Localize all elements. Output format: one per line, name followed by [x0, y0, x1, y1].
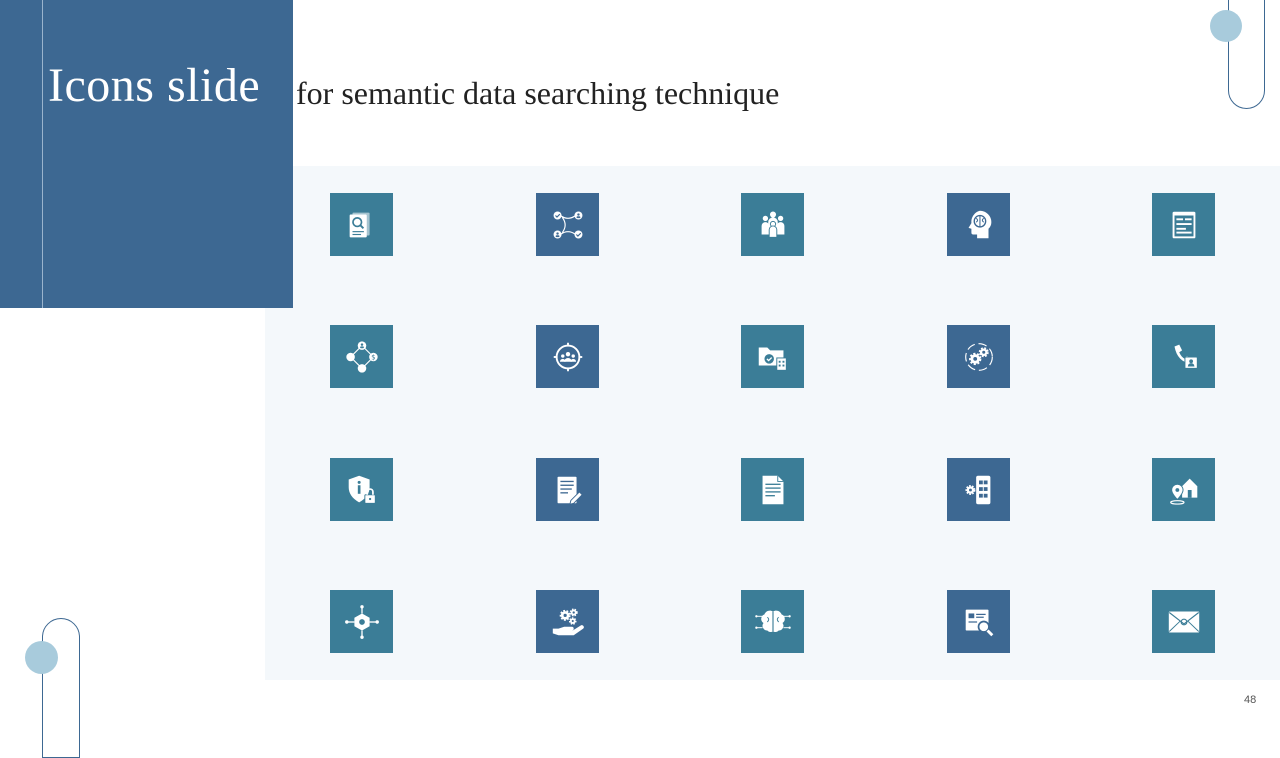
text-document-icon [762, 475, 783, 504]
brain-head-icon [968, 210, 991, 238]
svg-text:$: $ [371, 353, 375, 361]
user-network-icon [553, 211, 582, 238]
document-edit-icon [557, 476, 583, 505]
icon-tile-web-browser [1152, 193, 1215, 256]
slide-title-main: Icons slide [48, 59, 261, 112]
icon-tile-web-search [947, 590, 1010, 653]
title-divider-line [42, 0, 43, 308]
shield-lock-icon [348, 475, 376, 504]
icon-tile-folder-security [741, 325, 804, 388]
icon-tile-document-edit [536, 458, 599, 521]
location-home-icon [1169, 478, 1197, 505]
team-group-icon [761, 211, 784, 238]
folder-security-icon [758, 347, 787, 371]
icon-tile-text-document [741, 458, 804, 521]
phone-contact-icon [1174, 344, 1198, 369]
icon-tile-email-envelope [1152, 590, 1215, 653]
slide-title-rest: for semantic data searching technique [296, 75, 780, 111]
web-browser-icon [1172, 211, 1195, 238]
icon-tile-location-home [1152, 458, 1215, 521]
decorative-pill-top [1228, 0, 1265, 109]
gear-cycle-icon [964, 342, 993, 371]
page-number: 48 [1244, 694, 1257, 706]
mobile-settings-icon [964, 475, 990, 504]
icon-tile-team-target [536, 325, 599, 388]
decorative-dot-bottom [25, 641, 58, 674]
title-block [0, 0, 293, 308]
team-target-icon [553, 342, 582, 371]
circuit-brain-icon [754, 610, 791, 632]
icon-tile-team-group [741, 193, 804, 256]
email-envelope-icon [1168, 611, 1199, 632]
hand-gears-icon [552, 608, 584, 635]
document-search-icon [349, 212, 370, 237]
icon-tile-phone-contact [1152, 325, 1215, 388]
icon-tile-circuit-brain [741, 590, 804, 653]
icon-tile-gear-cycle [947, 325, 1010, 388]
icon-tile-document-search [330, 193, 393, 256]
icon-tile-mobile-settings [947, 458, 1010, 521]
icon-tile-user-network [536, 193, 599, 256]
icon-tile-hand-gears [536, 590, 599, 653]
network-hub-icon [344, 604, 379, 639]
icon-tile-network-hub [330, 590, 393, 653]
icon-tile-brain-head [947, 193, 1010, 256]
web-search-icon [965, 609, 993, 636]
decorative-pill-bottom [42, 618, 80, 758]
icon-tile-shield-lock [330, 458, 393, 521]
icon-tile-business-cycle: $ [330, 325, 393, 388]
decorative-dot-top [1210, 10, 1242, 42]
business-cycle-icon: $ [345, 340, 378, 373]
